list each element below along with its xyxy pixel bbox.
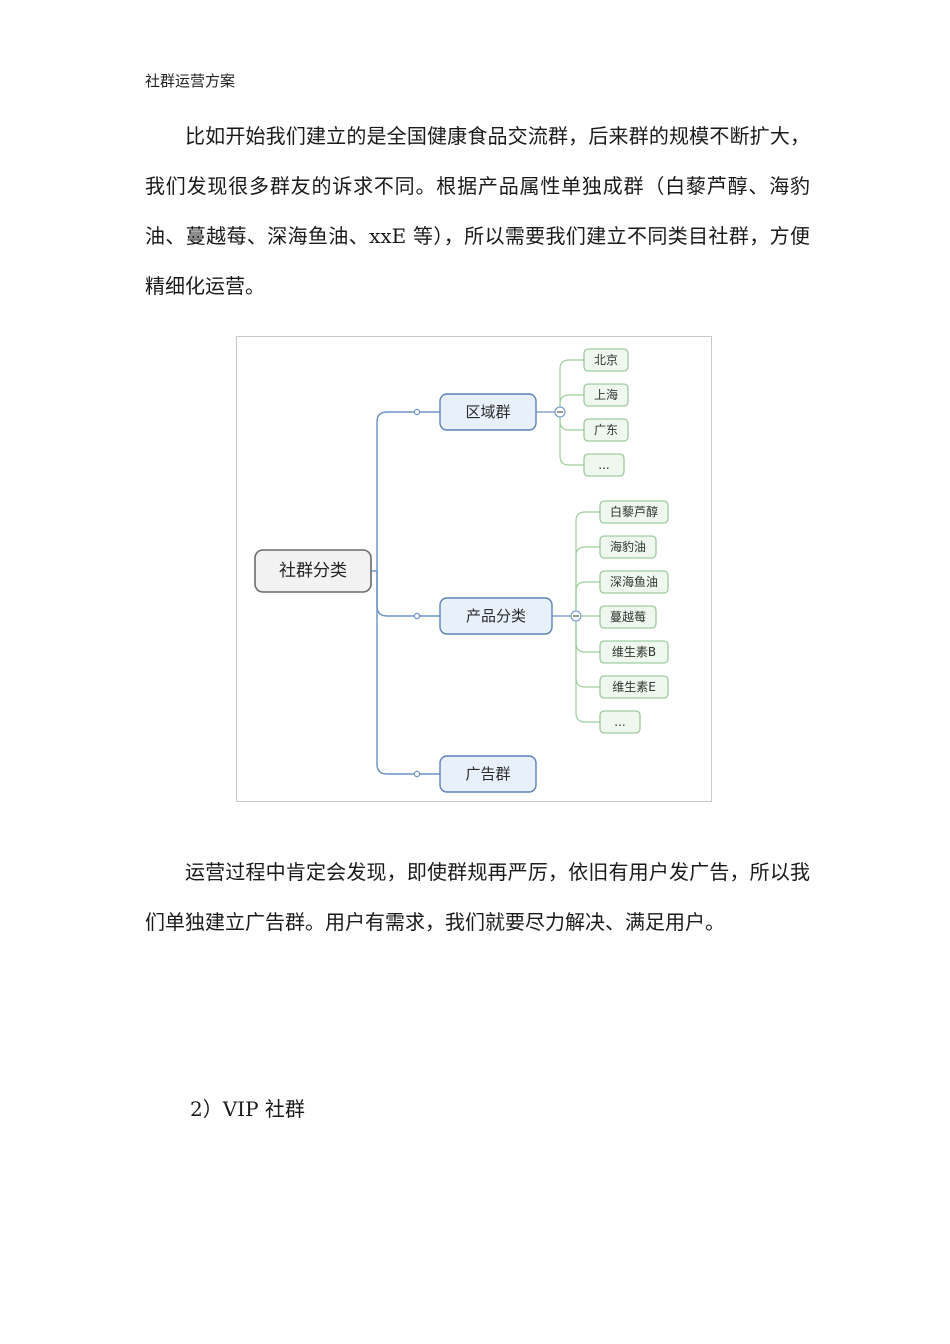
root-node	[254, 549, 372, 593]
leaf-label: 广东	[594, 423, 618, 437]
leaf-connector	[559, 359, 584, 412]
paragraph-1: 比如开始我们建立的是全国健康食品交流群，后来群的规模不断扩大，我们发现很多群友的…	[145, 124, 810, 298]
leaf-connector	[575, 616, 600, 723]
branch-label: 产品分类	[466, 607, 526, 625]
leaf-label: ...	[598, 458, 609, 472]
leaf-label: 白藜芦醇	[610, 504, 658, 519]
section-subheading: 2）VIP 社群	[190, 1097, 305, 1121]
branch-connector	[376, 411, 440, 571]
leaf-connector	[559, 394, 584, 412]
branch-node	[439, 755, 537, 793]
leaf-label: 维生素E	[612, 680, 656, 694]
leaf-label: ...	[614, 715, 625, 729]
leaf-label: 上海	[594, 387, 618, 402]
page-header: 社群运营方案	[145, 72, 236, 90]
leaf-node	[599, 570, 669, 594]
leaf-connector	[575, 546, 600, 616]
leaf-label: 维生素B	[612, 645, 656, 659]
leaf-node	[583, 418, 629, 442]
mindmap-figure: 区域群 北京上海广东... 产品分类 白藜芦醇海豹油深海鱼油蔓越莓维生素B 维生素E..…	[236, 336, 712, 802]
leaf-node	[599, 605, 657, 629]
branch-connector	[376, 571, 440, 617]
leaf-label: 蔓越莓	[610, 610, 646, 624]
leaf-node	[583, 453, 625, 477]
leaf-node	[599, 675, 669, 699]
branch-label: 广告群	[465, 765, 510, 783]
branch-connector	[376, 571, 440, 775]
leaf-connector	[575, 511, 600, 616]
leaf-node	[599, 500, 669, 524]
leaf-label: 北京	[594, 353, 618, 367]
connector-dot	[413, 408, 421, 416]
leaf-node	[583, 348, 629, 372]
leaf-connector	[575, 616, 600, 653]
leaf-label: 海豹油	[610, 539, 646, 554]
leaf-node	[599, 710, 641, 734]
leaf-node	[599, 535, 657, 559]
branch-label: 区域群	[465, 403, 510, 421]
connector-dot	[413, 770, 421, 778]
leaf-connector	[559, 412, 584, 466]
root-label: 社群分类	[279, 561, 347, 581]
connector-dot	[413, 612, 421, 620]
leaf-node	[599, 640, 669, 664]
leaf-label: 深海鱼油	[610, 574, 658, 589]
paragraph-2: 运营过程中肯定会发现，即使群规再严厉，依旧有用户发广告，所以我们单独建立广告群。…	[145, 860, 810, 934]
leaf-node	[583, 383, 629, 407]
leaf-connector	[575, 581, 600, 616]
